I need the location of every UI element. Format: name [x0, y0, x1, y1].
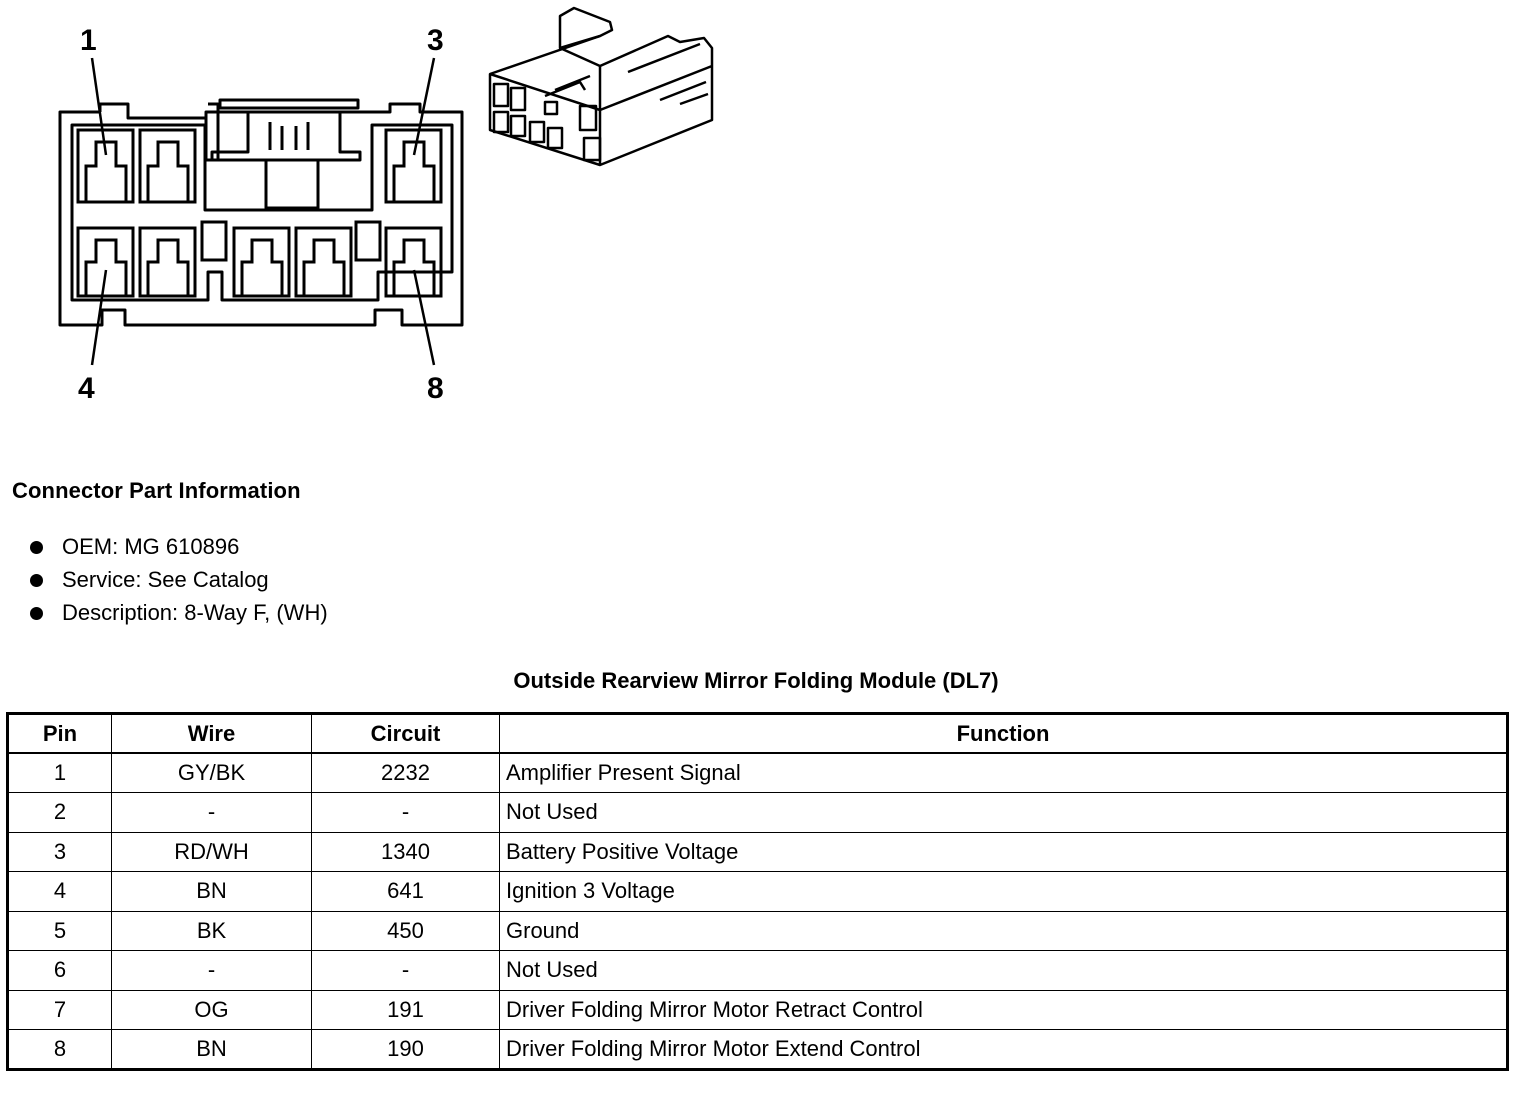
table-row: 5 BK 450 Ground [7, 910, 1508, 951]
table-row: 2 - - Not Used [7, 792, 1508, 833]
cell-function: Amplifier Present Signal [499, 752, 1508, 793]
connector-3d-view [488, 6, 714, 167]
cell-pin: 7 [7, 989, 112, 1030]
cell-pin: 4 [7, 871, 112, 912]
table-row: 4 BN 641 Ignition 3 Voltage [7, 871, 1508, 912]
cell-wire: BN [111, 1029, 312, 1070]
cell-circuit: 191 [311, 989, 500, 1030]
cavity-pin-6 [232, 226, 291, 298]
cell-function: Driver Folding Mirror Motor Retract Cont… [499, 989, 1508, 1030]
cell-wire: OG [111, 989, 312, 1030]
info-description: Description: 8-Way F, (WH) [62, 600, 328, 625]
cell-pin: 1 [7, 752, 112, 793]
cavity-pin-4 [76, 226, 135, 298]
header-wire: Wire [111, 713, 312, 754]
table-row: 3 RD/WH 1340 Battery Positive Voltage [7, 831, 1508, 872]
connector-latch [218, 98, 360, 110]
cell-circuit: 190 [311, 1029, 500, 1070]
bullet-icon [30, 574, 43, 587]
cavity-pin-2 [138, 128, 197, 204]
header-pin: Pin [7, 713, 112, 754]
pin-label-1: 1 [80, 24, 97, 57]
cell-function: Not Used [499, 950, 1508, 991]
cavity-pin-3 [384, 128, 443, 204]
table-header-row: Pin Wire Circuit Function [7, 713, 1508, 754]
pin-label-3: 3 [427, 24, 444, 57]
list-item: OEM: MG 610896 [28, 532, 328, 565]
cell-circuit: - [311, 792, 500, 833]
connector-info-list: OEM: MG 610896 Service: See Catalog Desc… [28, 532, 328, 631]
cavity-pin-1 [76, 128, 135, 204]
cell-wire: - [111, 792, 312, 833]
cell-function: Ignition 3 Voltage [499, 871, 1508, 912]
terminal-cavities [76, 128, 443, 298]
cell-function: Not Used [499, 792, 1508, 833]
cell-wire: BK [111, 910, 312, 951]
table-row: 8 BN 190 Driver Folding Mirror Motor Ext… [7, 1029, 1508, 1070]
table-row: 1 GY/BK 2232 Amplifier Present Signal [7, 752, 1508, 793]
cell-pin: 6 [7, 950, 112, 991]
connector-outer-shell [58, 102, 464, 327]
list-item: Description: 8-Way F, (WH) [28, 598, 328, 631]
cavity-pin-5 [138, 226, 197, 298]
cell-circuit: 641 [311, 871, 500, 912]
cell-wire: - [111, 950, 312, 991]
cell-circuit: 2232 [311, 752, 500, 793]
cavity-pin-7 [294, 226, 353, 298]
table-row: 6 - - Not Used [7, 950, 1508, 991]
connector-inner-outline [70, 123, 454, 302]
pin-leader-lines [90, 57, 436, 366]
connector-diagram: 1 3 4 8 [58, 6, 714, 405]
cell-pin: 2 [7, 792, 112, 833]
pin-label-8: 8 [427, 372, 444, 405]
cell-wire: GY/BK [111, 752, 312, 793]
cell-wire: RD/WH [111, 831, 312, 872]
table-row: 7 OG 191 Driver Folding Mirror Motor Ret… [7, 989, 1508, 1030]
cell-function: Ground [499, 910, 1508, 951]
bullet-icon [30, 541, 43, 554]
cell-pin: 8 [7, 1029, 112, 1070]
cell-wire: BN [111, 871, 312, 912]
header-function: Function [499, 713, 1508, 754]
list-item: Service: See Catalog [28, 565, 328, 598]
cell-circuit: - [311, 950, 500, 991]
bullet-icon [30, 607, 43, 620]
connector-info-heading: Connector Part Information [12, 478, 301, 503]
pin-label-4: 4 [78, 372, 95, 405]
cell-function: Driver Folding Mirror Motor Extend Contr… [499, 1029, 1508, 1070]
cell-pin: 3 [7, 831, 112, 872]
header-circuit: Circuit [311, 713, 500, 754]
info-oem: OEM: MG 610896 [62, 534, 240, 559]
cell-pin: 5 [7, 910, 112, 951]
pinout-table: Pin Wire Circuit Function 1 GY/BK 2232 A… [6, 712, 1509, 1071]
cell-circuit: 1340 [311, 831, 500, 872]
cell-circuit: 450 [311, 910, 500, 951]
table-title: Outside Rearview Mirror Folding Module (… [513, 668, 999, 693]
cell-function: Battery Positive Voltage [499, 831, 1508, 872]
info-service: Service: See Catalog [62, 567, 269, 592]
cavity-pin-8 [384, 226, 443, 298]
